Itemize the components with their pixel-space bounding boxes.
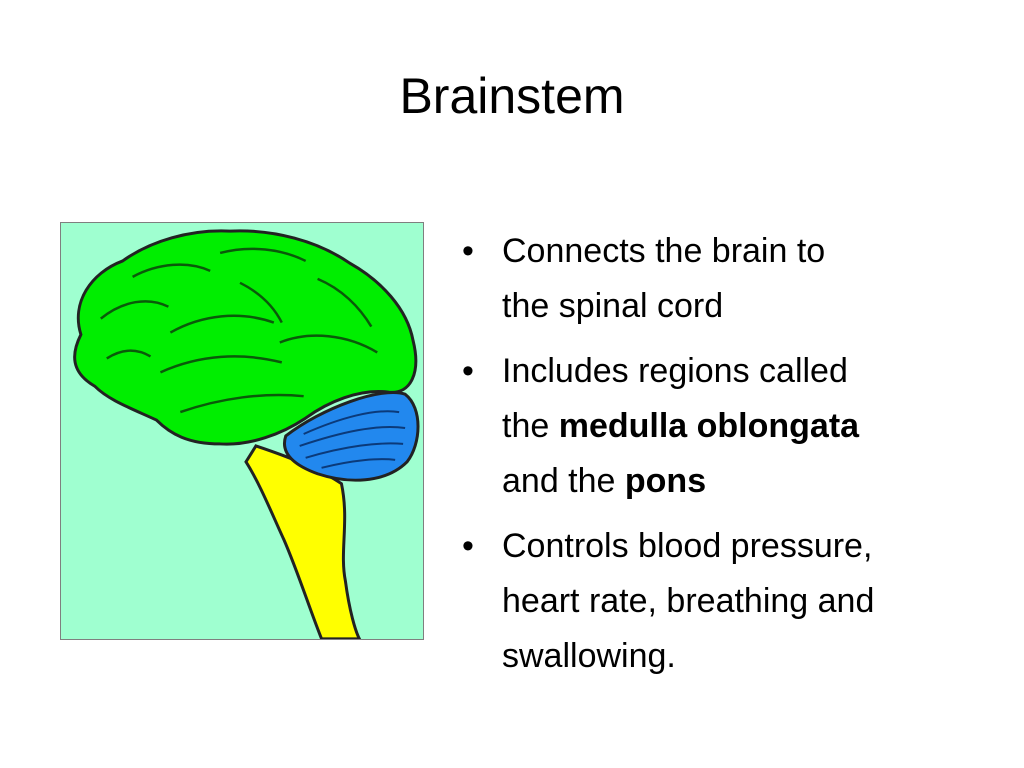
cerebrum-folds bbox=[99, 247, 378, 414]
brain-drawing bbox=[73, 229, 420, 639]
bullet-line: heart rate, breathing and bbox=[502, 582, 875, 620]
bold-term-medulla: medulla oblongata bbox=[558, 407, 860, 445]
bullet-line: Connects the brain to bbox=[502, 232, 826, 270]
bullet-line: and the pons bbox=[502, 454, 1002, 509]
bullet-line: the medulla oblongata bbox=[502, 399, 1002, 454]
bullet-dot: • bbox=[462, 527, 474, 565]
bullet-item: • Controls blood pressure, heart rate, b… bbox=[462, 519, 1002, 684]
slide-title: Brainstem bbox=[399, 68, 625, 124]
bullet-line: Includes regions called bbox=[502, 352, 848, 390]
cerebellum-folds bbox=[299, 410, 406, 469]
bold-term-pons: pons bbox=[624, 462, 707, 500]
bullet-line: the spinal cord bbox=[502, 287, 724, 325]
bullet-list: • Connects the brain to the spinal cord … bbox=[462, 224, 1002, 694]
bullet-text: and the bbox=[502, 462, 625, 500]
bullet-line: Controls blood pressure, bbox=[502, 527, 873, 565]
bullet-item: • Includes regions called the medulla ob… bbox=[462, 344, 1002, 509]
bullet-dot: • bbox=[462, 232, 474, 270]
bullet-item: • Connects the brain to the spinal cord bbox=[462, 224, 1002, 334]
bullet-dot: • bbox=[462, 352, 474, 390]
bullet-line: swallowing. bbox=[502, 637, 676, 675]
brainstem-shape bbox=[244, 444, 362, 639]
bullet-text: the bbox=[502, 407, 559, 445]
brain-illustration bbox=[60, 222, 424, 640]
